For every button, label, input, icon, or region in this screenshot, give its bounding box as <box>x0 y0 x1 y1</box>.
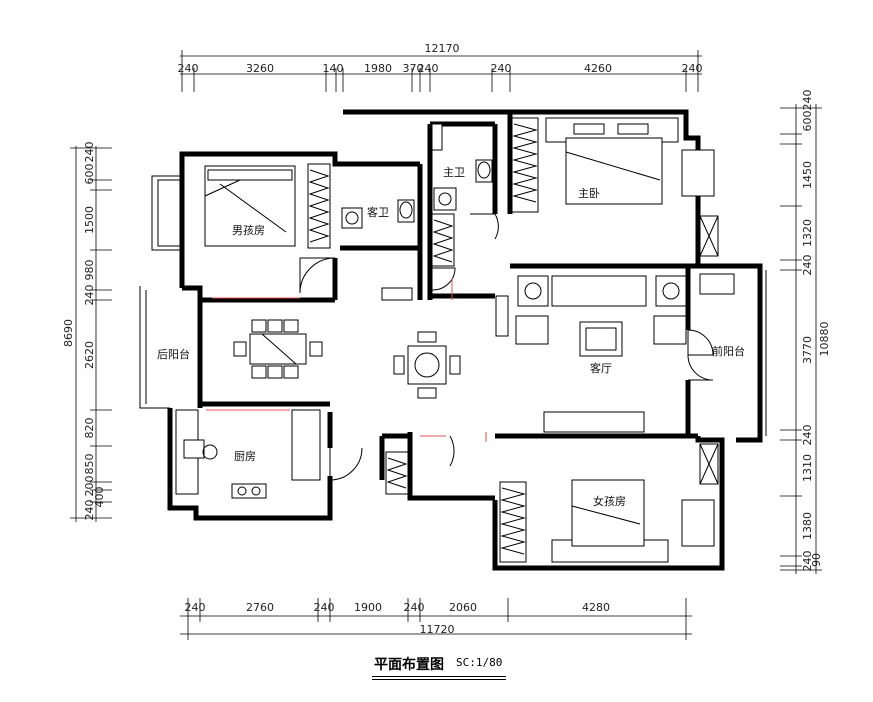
left-dimensions: 8690 600 240 1500 980 240 2620 820 850 2… <box>62 142 112 522</box>
wardrobe-boys-room <box>307 163 331 249</box>
fridge <box>495 295 509 337</box>
right-dim-label: 1310 <box>801 454 814 482</box>
wardrobe-girls-room <box>499 481 527 563</box>
bottom-dim-label: 2060 <box>449 601 477 614</box>
top-ticks <box>181 50 699 92</box>
red-markings <box>206 278 487 442</box>
right-dim-label: 240 <box>801 90 814 111</box>
stove <box>231 483 267 499</box>
left-dim-label: 240 <box>83 142 96 163</box>
top-dimensions: 12170 240 3260 140 1980 370 240 240 4260… <box>178 42 703 92</box>
left-dim-label: 820 <box>83 418 96 439</box>
left-dim-label: 400 <box>93 487 106 508</box>
shoe-cabinet <box>385 451 409 495</box>
right-dim-label: 3770 <box>801 336 814 364</box>
room-label-living-room: 客厅 <box>590 361 612 375</box>
bottom-dim-label: 240 <box>314 601 335 614</box>
ac-unit <box>681 499 715 547</box>
top-dim-label: 1980 <box>364 62 392 75</box>
tv-cabinet <box>543 411 645 433</box>
walls <box>139 109 767 571</box>
left-dim-label: 2620 <box>83 341 96 369</box>
top-dim-label: 3260 <box>246 62 274 75</box>
ac-unit <box>681 149 715 197</box>
fixtures <box>175 149 735 547</box>
plan-scale: SC:1/80 <box>456 656 503 669</box>
sink <box>433 187 457 211</box>
right-dimensions: 10880 600 240 1450 1320 240 3770 240 131… <box>780 90 831 574</box>
top-dim-label: 240 <box>682 62 703 75</box>
room-label-guest-bath: 客卫 <box>367 205 389 219</box>
title-underline <box>372 676 506 677</box>
right-dim-label: 240 <box>801 255 814 276</box>
washer <box>381 287 413 301</box>
top-dim-label: 140 <box>323 62 344 75</box>
room-label-boys-room: 男孩房 <box>232 224 265 237</box>
room-label-master-bath: 主卫 <box>443 166 465 179</box>
top-dim-label: 240 <box>491 62 512 75</box>
armchair <box>515 315 549 345</box>
living-furniture <box>515 275 687 433</box>
bottom-dim-label: 240 <box>185 601 206 614</box>
dining <box>233 319 461 399</box>
wardrobe-master <box>511 117 539 213</box>
left-dim-label: 240 <box>83 285 96 306</box>
room-label-front-balcony: 前阳台 <box>712 344 745 358</box>
room-labels: 男孩房 客卫 主卫 主卧 后阳台 客厅 前阳台 厨房 女孩房 <box>157 166 745 508</box>
top-dim-label: 4260 <box>584 62 612 75</box>
left-dim-label: 1500 <box>83 206 96 234</box>
bottom-total-label: 11720 <box>420 623 455 636</box>
round-table <box>407 345 447 385</box>
sofa <box>551 275 647 307</box>
title-block: 平面布置图 SC:1/80 <box>372 648 506 680</box>
right-dim-label: 90 <box>810 553 823 567</box>
bed-girls-room <box>551 479 669 563</box>
left-dim-label: 850 <box>83 454 96 475</box>
bottom-dim-label: 4280 <box>582 601 610 614</box>
sink <box>341 207 363 229</box>
bed-boys-room <box>204 165 296 247</box>
armchair <box>653 315 687 345</box>
right-dim-label: 240 <box>801 425 814 446</box>
right-dim-label: 240 <box>801 551 814 572</box>
right-dim-label: 1380 <box>801 512 814 540</box>
tall-cabinet <box>431 123 443 151</box>
left-total-label: 8690 <box>62 319 75 347</box>
bed-master <box>545 117 679 205</box>
plan-title: 平面布置图 <box>374 657 444 673</box>
bottom-dim-label: 2760 <box>246 601 274 614</box>
room-label-master-bedroom: 主卧 <box>578 187 600 200</box>
room-label-girls-room: 女孩房 <box>593 494 626 508</box>
title-underline <box>372 679 506 680</box>
room-label-rear-balcony: 后阳台 <box>157 347 190 361</box>
bottom-dimensions: 240 2760 240 1900 240 2060 4280 11720 <box>180 598 692 640</box>
bottom-dim-label: 1900 <box>354 601 382 614</box>
top-dim-label: 370 <box>403 62 424 75</box>
left-dim-label: 600 <box>83 164 96 185</box>
left-dim-label: 200 <box>83 476 96 497</box>
wardrobe-hall <box>431 213 455 267</box>
left-dim-label: 240 <box>83 500 96 521</box>
right-ticks <box>780 107 822 571</box>
top-total-label: 12170 <box>425 42 460 55</box>
room-label-kitchen: 厨房 <box>234 450 256 463</box>
doors <box>299 213 714 481</box>
top-dim-label: 240 <box>178 62 199 75</box>
right-dim-label: 1320 <box>801 219 814 247</box>
right-dim-label: 1450 <box>801 161 814 189</box>
wardrobes <box>307 117 539 563</box>
left-dim-label: 980 <box>83 260 96 281</box>
left-ticks <box>70 147 112 519</box>
bottom-ticks <box>187 598 687 640</box>
right-dim-label: 600 <box>801 111 814 132</box>
top-dim-label: 240 <box>418 62 439 75</box>
beds <box>204 117 679 563</box>
bottom-dim-label: 240 <box>404 601 425 614</box>
dining-table <box>249 333 307 365</box>
right-total-label: 10880 <box>818 322 831 357</box>
